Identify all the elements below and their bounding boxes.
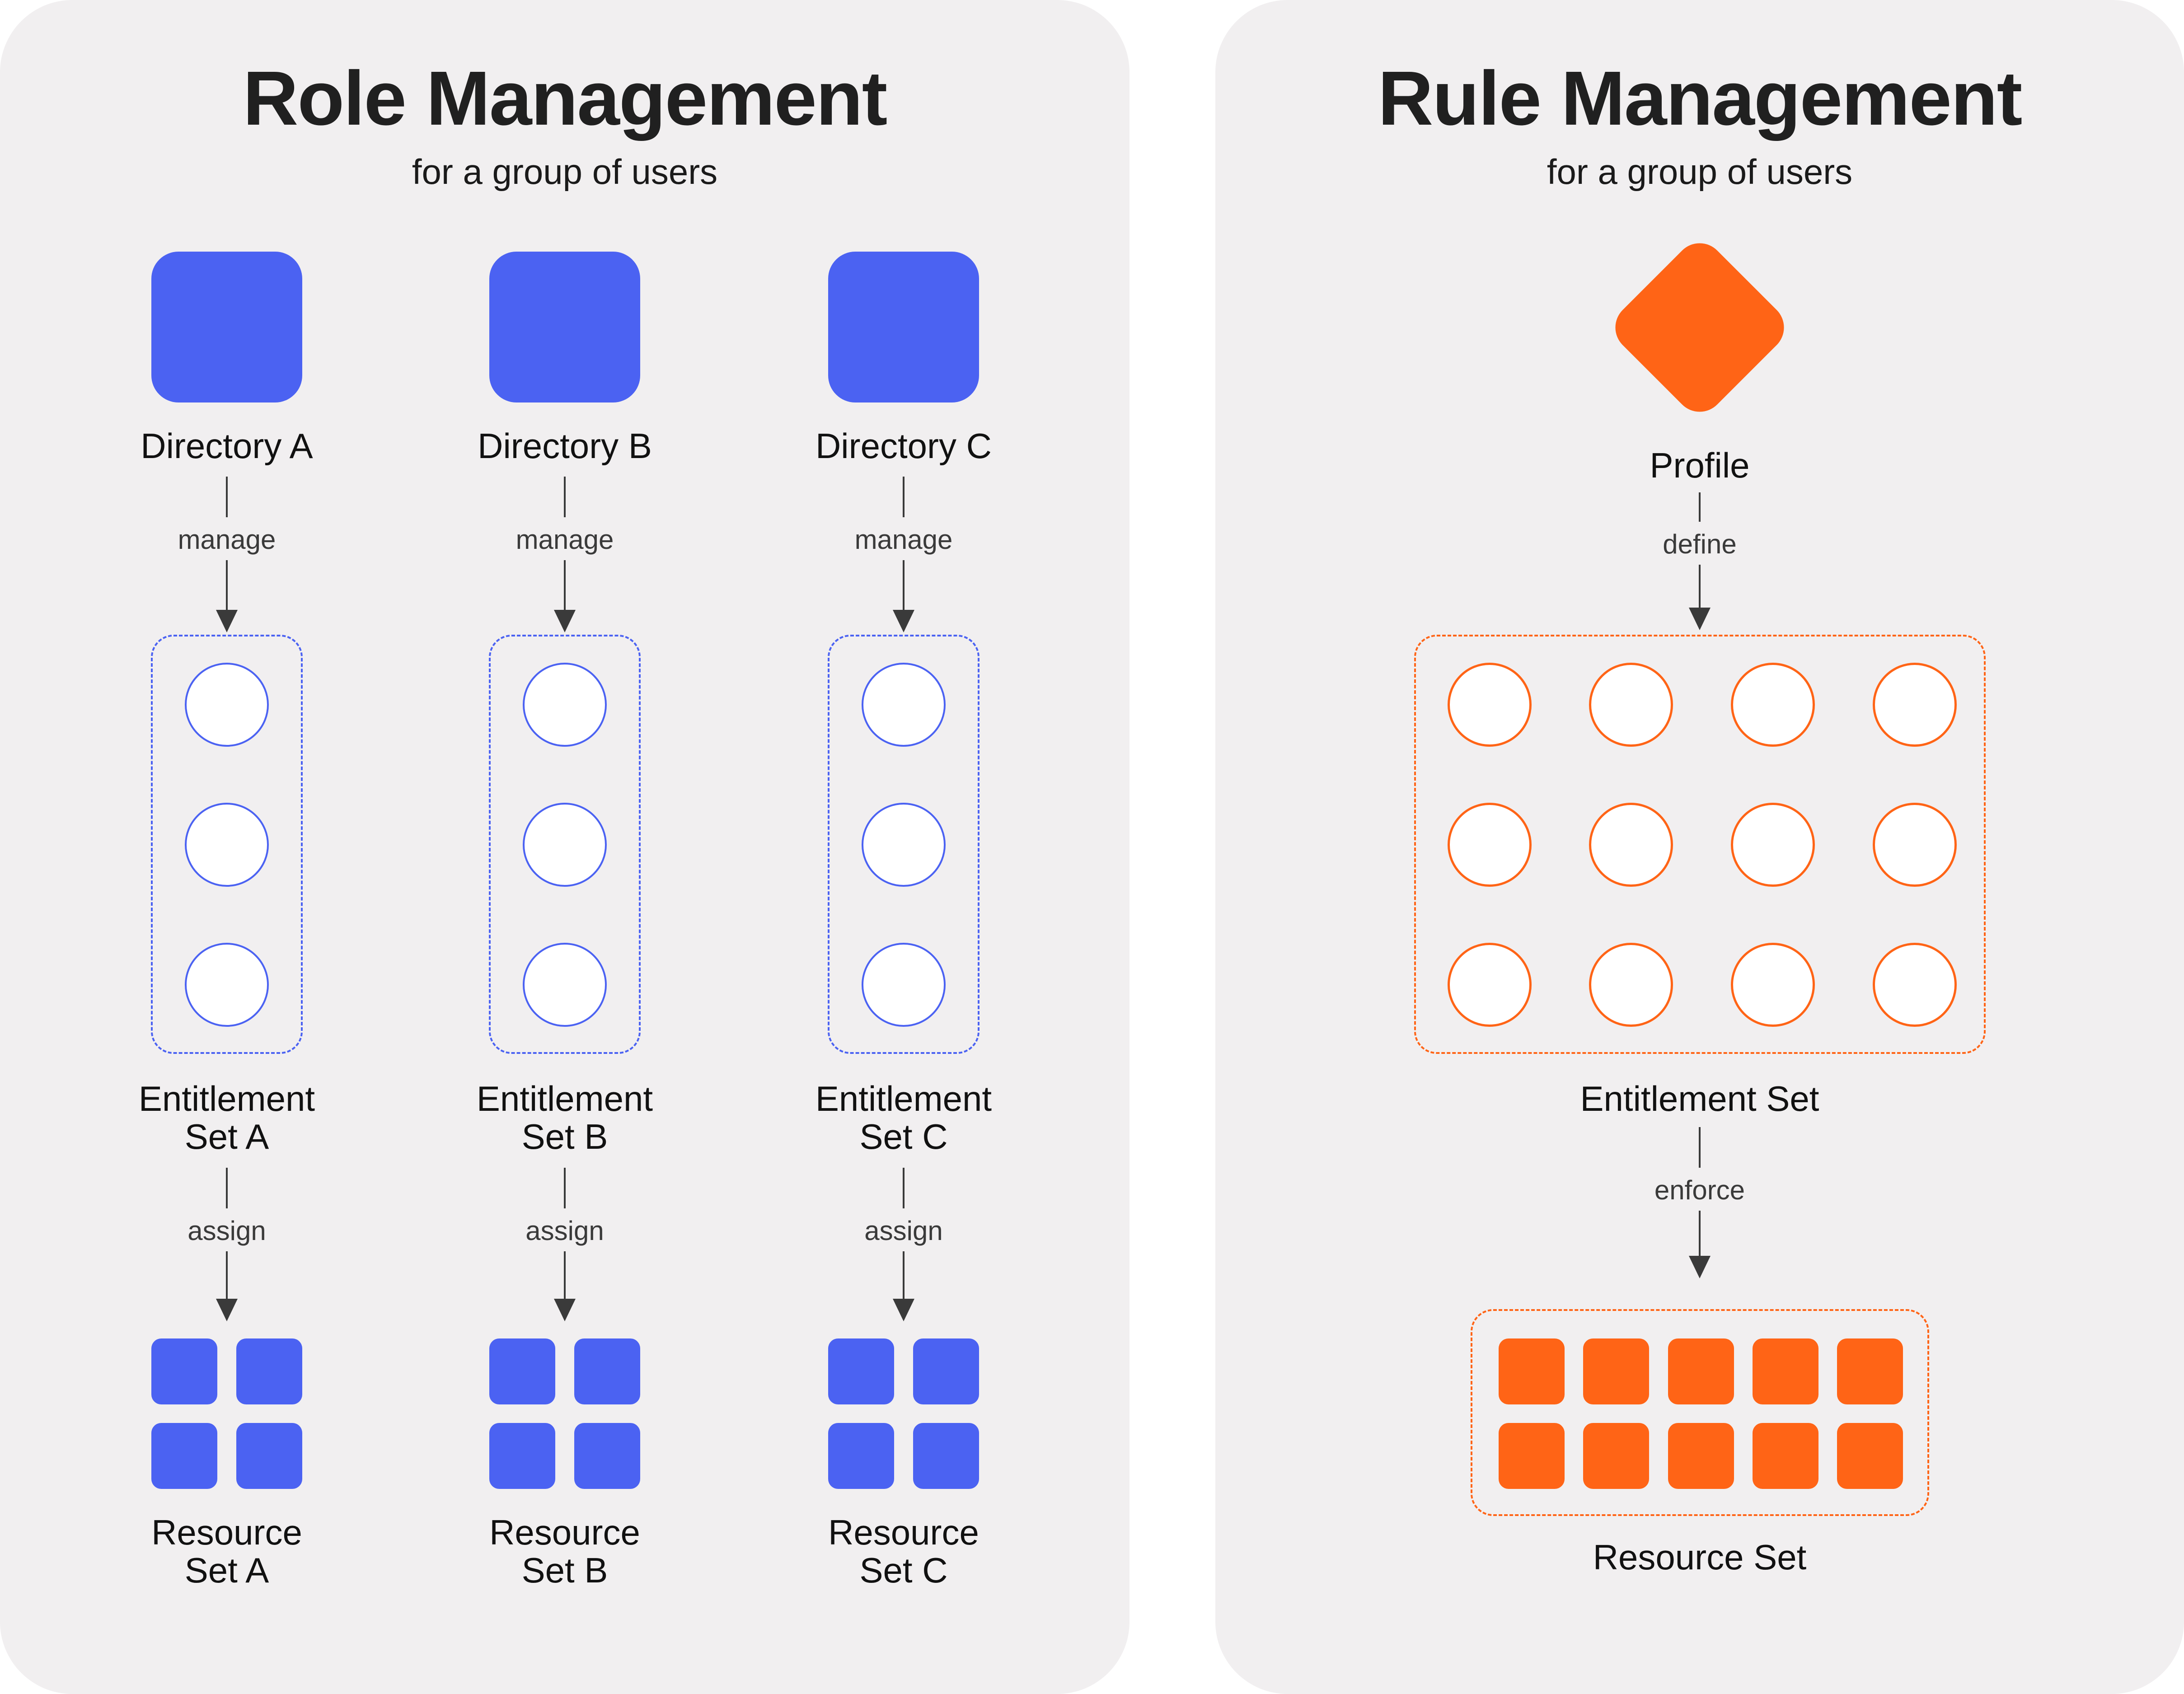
entitlement-set-c-label: Entitlement Set C xyxy=(815,1079,992,1156)
assign-c-arrow-icon xyxy=(893,1299,914,1321)
assign-a-line-top xyxy=(226,1168,228,1208)
resource-b-2-icon xyxy=(574,1338,640,1404)
resource-c-3-icon xyxy=(828,1423,894,1489)
entitlement-c-1-circle xyxy=(862,663,946,747)
role-subtitle: for a group of users xyxy=(412,152,718,192)
manage-a-arrow-icon xyxy=(216,610,238,632)
manage-a-line-bottom xyxy=(226,560,228,610)
assign-a-line-bottom xyxy=(226,1251,228,1299)
resource-5-icon xyxy=(1837,1338,1903,1404)
manage-c-line-top xyxy=(903,477,905,517)
resource-1-icon xyxy=(1499,1338,1565,1404)
manage-a-line-top xyxy=(226,477,228,517)
entitlement-a-1-circle xyxy=(185,663,269,747)
assign-c-line-bottom xyxy=(903,1251,905,1299)
resource-a-1-icon xyxy=(151,1338,217,1404)
entitlement-set-b-label: Entitlement Set B xyxy=(476,1079,653,1156)
rule-subtitle: for a group of users xyxy=(1547,152,1853,192)
profile-label: Profile xyxy=(1650,445,1750,485)
directory-a-label: Directory A xyxy=(141,426,313,466)
directory-c-icon xyxy=(828,252,979,402)
entitlement-set-label: Entitlement Set xyxy=(1580,1079,1819,1118)
manage-b-label: manage xyxy=(516,524,614,555)
entitlement-2-circle xyxy=(1589,663,1673,747)
entitlement-b-2-circle xyxy=(523,803,607,887)
enforce-line-top xyxy=(1699,1127,1701,1168)
assign-b-label: assign xyxy=(525,1216,604,1246)
entitlement-c-2-circle xyxy=(862,803,946,887)
resource-set-label: Resource Set xyxy=(1593,1537,1807,1577)
rule-title: Rule Management xyxy=(1378,56,2023,141)
manage-c-label: manage xyxy=(854,524,953,555)
resource-c-1-icon xyxy=(828,1338,894,1404)
resource-set-b-label: Resource Set B xyxy=(489,1512,640,1590)
enforce-line-bottom xyxy=(1699,1211,1701,1256)
entitlement-12-circle xyxy=(1873,943,1957,1027)
entitlement-a-2-circle xyxy=(185,803,269,887)
resource-3-icon xyxy=(1668,1338,1734,1404)
entitlement-4-circle xyxy=(1873,663,1957,747)
entitlement-9-circle xyxy=(1448,943,1532,1027)
entitlement-11-circle xyxy=(1731,943,1815,1027)
resource-b-4-icon xyxy=(574,1423,640,1489)
entitlement-7-circle xyxy=(1731,803,1815,887)
resource-2-icon xyxy=(1583,1338,1649,1404)
assign-a-arrow-icon xyxy=(216,1299,238,1321)
define-line-bottom xyxy=(1699,565,1701,608)
resource-set-c-label: Resource Set C xyxy=(828,1512,979,1590)
resource-b-1-icon xyxy=(489,1338,555,1404)
entitlement-1-circle xyxy=(1448,663,1532,747)
resource-a-4-icon xyxy=(236,1423,302,1489)
resource-8-icon xyxy=(1668,1423,1734,1489)
manage-c-arrow-icon xyxy=(893,610,914,632)
manage-b-line-bottom xyxy=(564,560,566,610)
entitlement-b-3-circle xyxy=(523,943,607,1027)
enforce-arrow-icon xyxy=(1689,1256,1711,1278)
resource-9-icon xyxy=(1753,1423,1818,1489)
manage-b-line-top xyxy=(564,477,566,517)
directory-a-icon xyxy=(151,252,302,402)
assign-c-label: assign xyxy=(864,1216,943,1246)
entitlement-set-b-box xyxy=(489,635,641,1054)
entitlement-set-box xyxy=(1414,635,1986,1054)
entitlement-10-circle xyxy=(1589,943,1673,1027)
assign-b-line-top xyxy=(564,1168,566,1208)
entitlement-b-1-circle xyxy=(523,663,607,747)
directory-c-label: Directory C xyxy=(815,426,992,466)
resource-set-a-label: Resource Set A xyxy=(151,1512,302,1590)
define-line-top xyxy=(1699,492,1701,522)
directory-b-icon xyxy=(489,252,640,402)
entitlement-set-a-label: Entitlement Set A xyxy=(138,1079,315,1156)
resource-6-icon xyxy=(1499,1423,1565,1489)
assign-c-line-top xyxy=(903,1168,905,1208)
entitlement-set-c-box xyxy=(828,635,980,1054)
entitlement-set-a-box xyxy=(151,635,303,1054)
assign-b-arrow-icon xyxy=(554,1299,576,1321)
define-label: define xyxy=(1663,529,1737,559)
manage-c-line-bottom xyxy=(903,560,905,610)
resource-c-2-icon xyxy=(913,1338,979,1404)
assign-b-line-bottom xyxy=(564,1251,566,1299)
resource-a-2-icon xyxy=(236,1338,302,1404)
entitlement-8-circle xyxy=(1873,803,1957,887)
resource-c-4-icon xyxy=(913,1423,979,1489)
resource-4-icon xyxy=(1753,1338,1818,1404)
resource-10-icon xyxy=(1837,1423,1903,1489)
entitlement-3-circle xyxy=(1731,663,1815,747)
entitlement-c-3-circle xyxy=(862,943,946,1027)
entitlement-a-3-circle xyxy=(185,943,269,1027)
assign-a-label: assign xyxy=(187,1216,266,1246)
define-arrow-icon xyxy=(1689,608,1711,630)
directory-b-label: Directory B xyxy=(478,426,652,466)
manage-a-label: manage xyxy=(178,524,276,555)
resource-a-3-icon xyxy=(151,1423,217,1489)
entitlement-5-circle xyxy=(1448,803,1532,887)
enforce-label: enforce xyxy=(1654,1175,1745,1205)
resource-b-3-icon xyxy=(489,1423,555,1489)
manage-b-arrow-icon xyxy=(554,610,576,632)
resource-7-icon xyxy=(1583,1423,1649,1489)
role-title: Role Management xyxy=(243,56,888,141)
entitlement-6-circle xyxy=(1589,803,1673,887)
resource-set-box xyxy=(1471,1309,1929,1516)
